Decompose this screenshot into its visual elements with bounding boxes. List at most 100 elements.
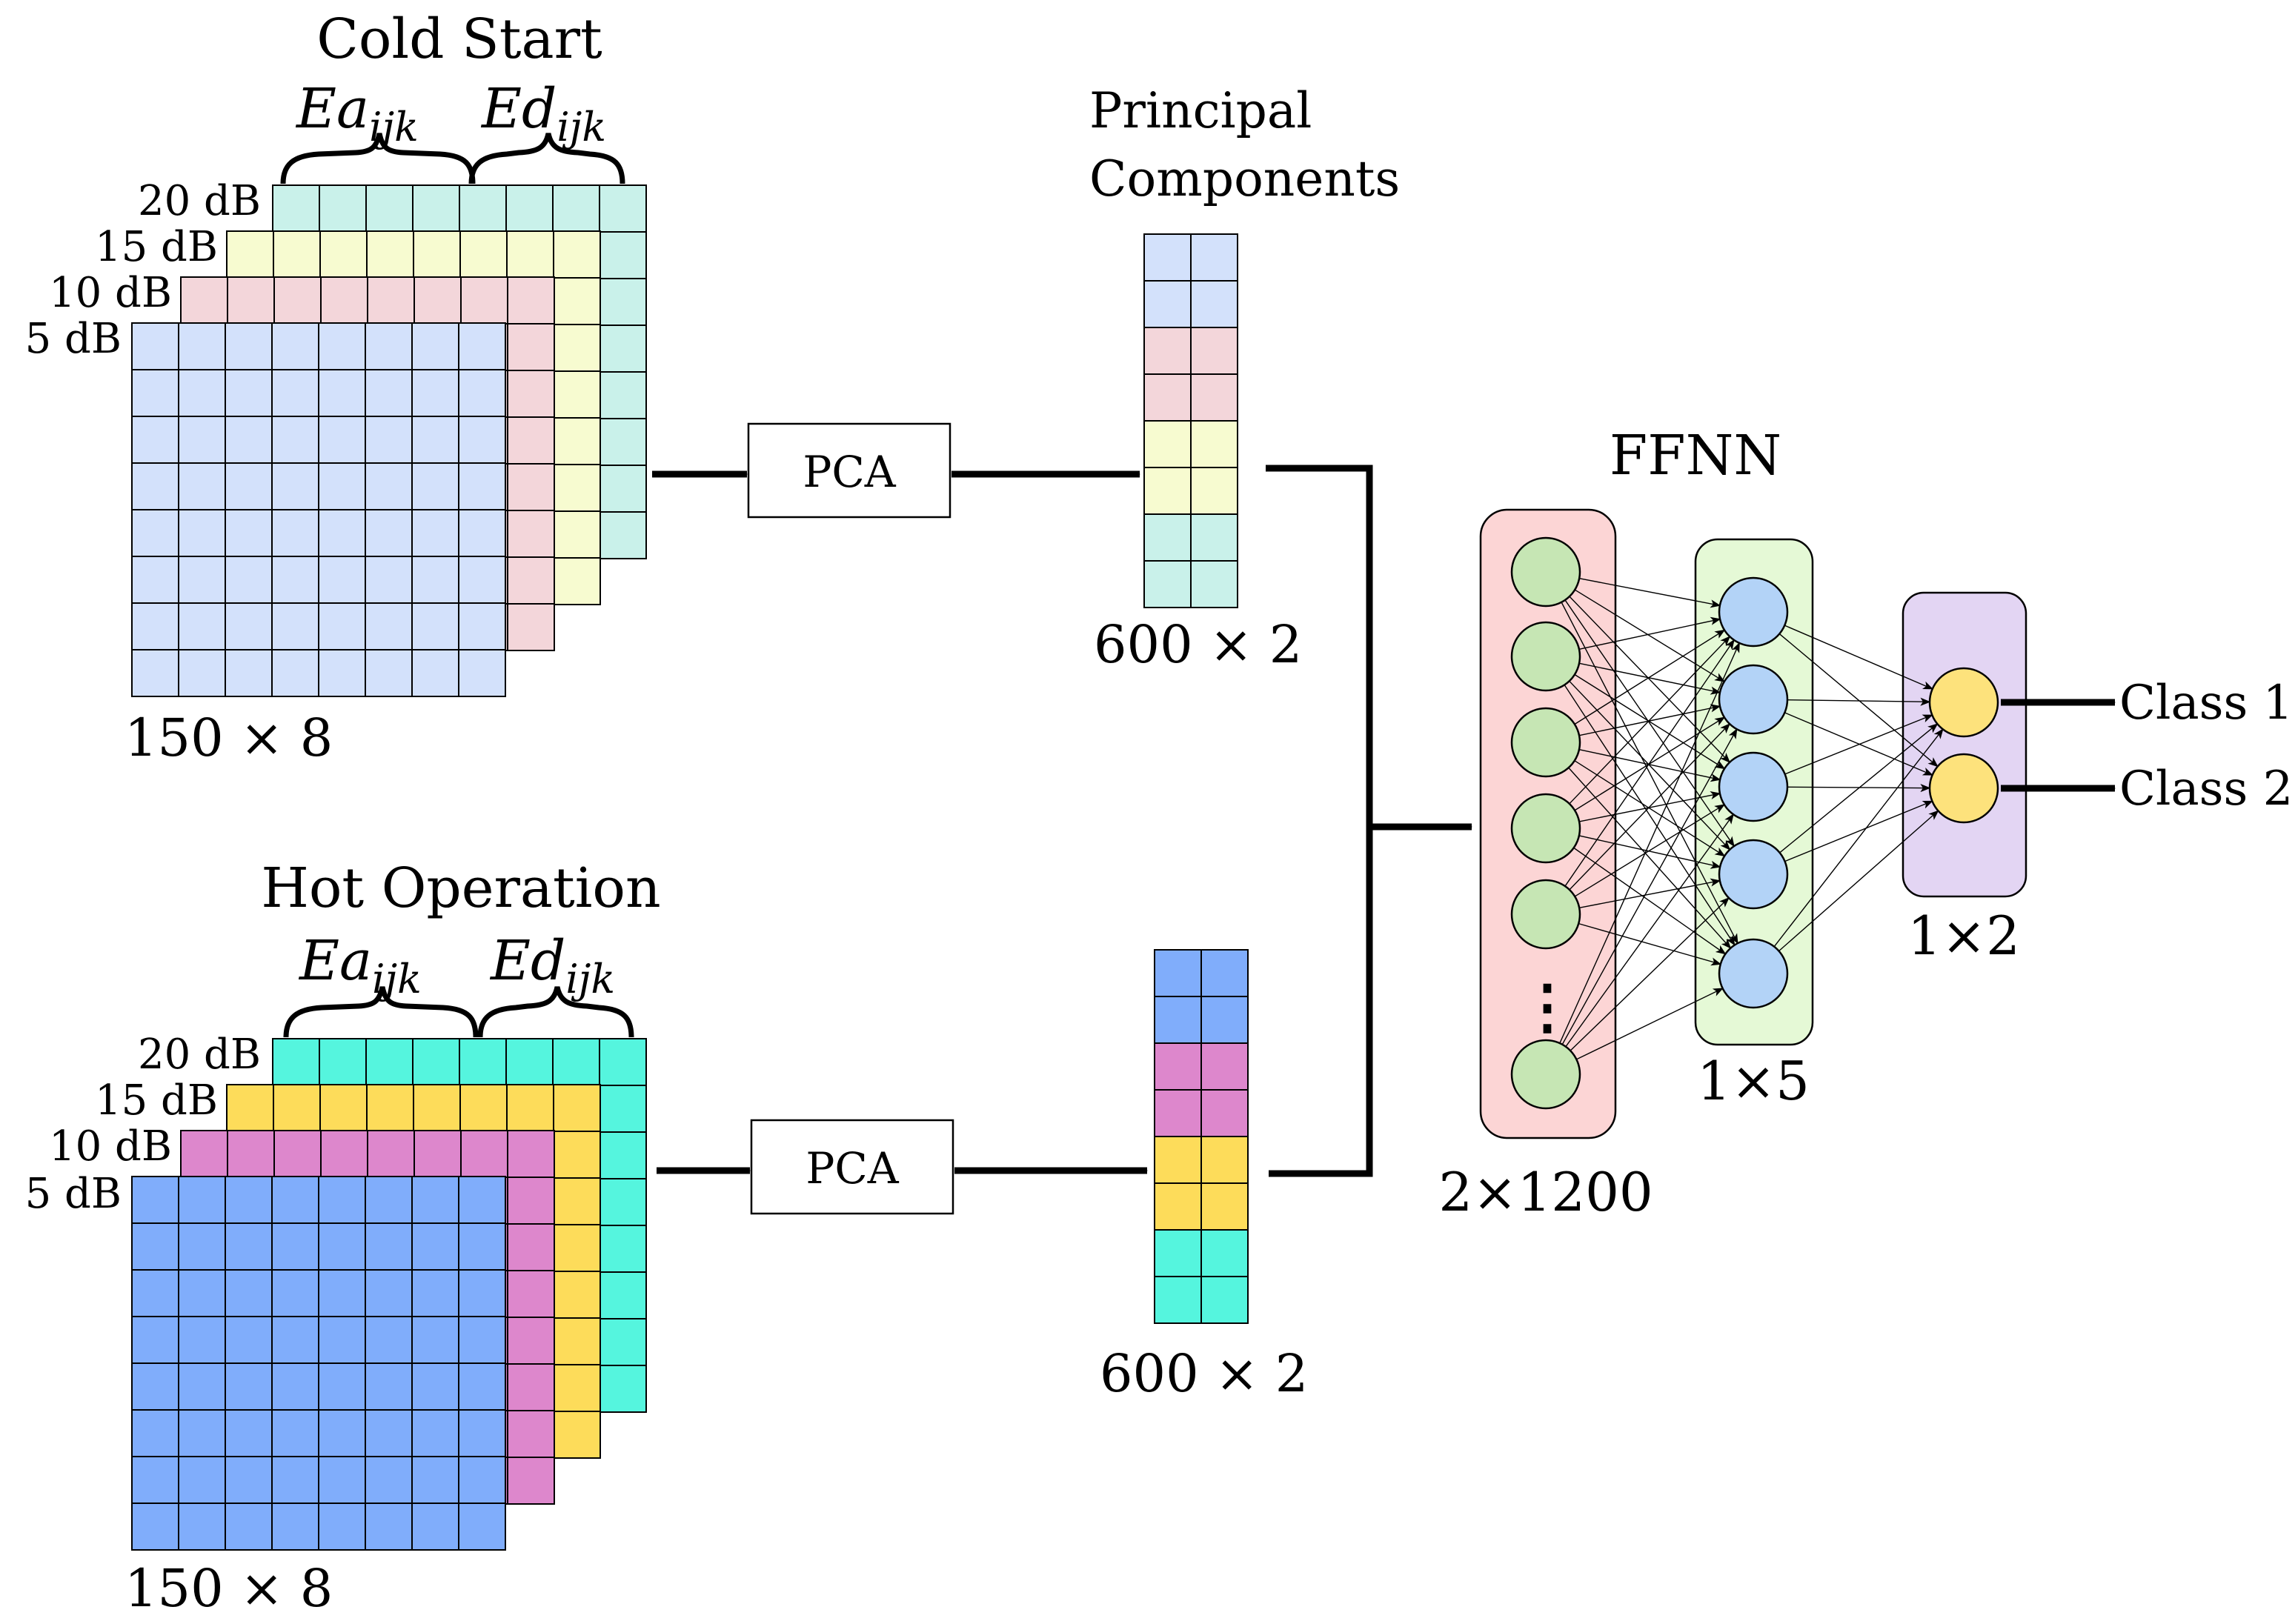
matrix-cell xyxy=(178,509,226,557)
matrix-cell xyxy=(178,322,226,370)
pc-cell xyxy=(1200,1042,1249,1091)
matrix-cell xyxy=(178,1316,226,1364)
matrix-cell xyxy=(505,184,554,233)
matrix-cell xyxy=(225,1362,273,1411)
matrix-cell xyxy=(318,556,366,604)
matrix-cell xyxy=(599,325,647,373)
matrix-cell xyxy=(599,1365,647,1413)
pc-size-cold: 600 × 2 xyxy=(1094,614,1302,675)
matrix-cell xyxy=(599,1225,647,1273)
matrix-cell xyxy=(180,276,228,325)
matrix-cell xyxy=(225,556,273,604)
matrix-cell xyxy=(178,1362,226,1411)
matrix-cell xyxy=(271,509,319,557)
matrix-cell xyxy=(458,1409,506,1457)
matrix-cell xyxy=(131,1316,179,1364)
neuron-connection xyxy=(1778,633,1939,768)
matrix-cell xyxy=(505,1038,554,1086)
matrix-cell xyxy=(553,557,601,605)
matrix-cell xyxy=(459,184,507,233)
matrix-cell xyxy=(413,1084,461,1132)
pc-title-line2: Components xyxy=(1089,150,1400,207)
input-layer-size: 2×1200 xyxy=(1438,1161,1653,1223)
matrix-cell xyxy=(365,416,413,464)
matrix-cell xyxy=(318,1456,366,1504)
matrix-cell xyxy=(507,1317,555,1365)
matrix-cell xyxy=(131,556,179,604)
matrix-cell xyxy=(365,1038,414,1086)
pc-cell xyxy=(1154,1276,1202,1324)
matrix-cell xyxy=(458,1316,506,1364)
matrix-cell xyxy=(319,1084,368,1132)
pc-cell xyxy=(1154,1042,1202,1091)
matrix-cell xyxy=(553,417,601,465)
neuron-connection xyxy=(1573,847,1727,955)
matrix-cell xyxy=(553,1131,601,1179)
matrix-cell xyxy=(272,1038,320,1086)
matrix-cell xyxy=(412,184,460,233)
matrix-cell xyxy=(599,1131,647,1179)
hidden-neuron xyxy=(1718,576,1789,648)
matrix-cell xyxy=(413,230,461,279)
neuron-connection xyxy=(1569,636,1731,805)
input-neuron xyxy=(1510,879,1581,950)
ed-label-hot: Edijk xyxy=(489,929,615,1002)
input-neuron xyxy=(1510,536,1581,608)
matrix-cell xyxy=(318,462,366,510)
hidden-neuron xyxy=(1718,664,1789,735)
matrix-cell xyxy=(507,603,555,651)
neuron-connection xyxy=(1578,922,1722,966)
matrix-cell xyxy=(411,556,459,604)
neuron-connection xyxy=(1574,629,1726,725)
neuron-connection xyxy=(1784,625,1934,690)
matrix-cell xyxy=(227,276,275,325)
matrix-cell xyxy=(131,1222,179,1271)
matrix-cell xyxy=(599,1038,647,1086)
matrix-cell xyxy=(318,1409,366,1457)
matrix-cell xyxy=(226,230,274,279)
matrix-cell xyxy=(180,1130,228,1178)
neuron-connection xyxy=(1574,804,1725,897)
pc-cell xyxy=(1154,1229,1202,1277)
matrix-cell xyxy=(318,322,366,370)
matrix-cell xyxy=(553,230,601,279)
output-layer-box xyxy=(1902,591,2027,898)
pc-cell xyxy=(1190,467,1238,515)
matrix-cell xyxy=(131,416,179,464)
input-neuron xyxy=(1510,793,1581,864)
matrix-cell xyxy=(599,1318,647,1366)
matrix-cell xyxy=(367,1130,415,1178)
matrix-cell xyxy=(365,1362,413,1411)
matrix-cell xyxy=(271,1409,319,1457)
neuron-connection xyxy=(1787,697,1931,706)
matrix-cell xyxy=(365,1269,413,1317)
matrix-cell xyxy=(411,462,459,510)
hot-operation-layer-stack xyxy=(131,1038,647,1551)
matrix-cell xyxy=(271,649,319,697)
pca-box-hot xyxy=(750,1119,954,1215)
matrix-cell xyxy=(366,230,414,279)
matrix-cell xyxy=(411,1269,459,1317)
matrix-cell xyxy=(458,1362,506,1411)
matrix-cell xyxy=(458,1176,506,1224)
matrix-cell xyxy=(411,1456,459,1504)
matrix-cell xyxy=(506,230,554,279)
matrix-cell xyxy=(460,1130,508,1178)
matrix-cell xyxy=(131,369,179,417)
matrix-cell xyxy=(599,1178,647,1226)
brace-ed-cold xyxy=(468,133,625,184)
neuron-connection xyxy=(1578,835,1721,869)
matrix-cell xyxy=(273,230,321,279)
matrix-cell xyxy=(553,1364,601,1412)
matrix-cell xyxy=(506,1084,554,1132)
matrix-cell xyxy=(411,1409,459,1457)
matrix-cell xyxy=(271,1456,319,1504)
matrix-cell xyxy=(225,416,273,464)
matrix-cell xyxy=(366,1084,414,1132)
matrix-cell xyxy=(271,416,319,464)
cold-start-title: Cold Start xyxy=(316,7,602,71)
matrix-cell xyxy=(272,184,320,233)
matrix-cell xyxy=(458,556,506,604)
matrix-cell xyxy=(507,1457,555,1505)
